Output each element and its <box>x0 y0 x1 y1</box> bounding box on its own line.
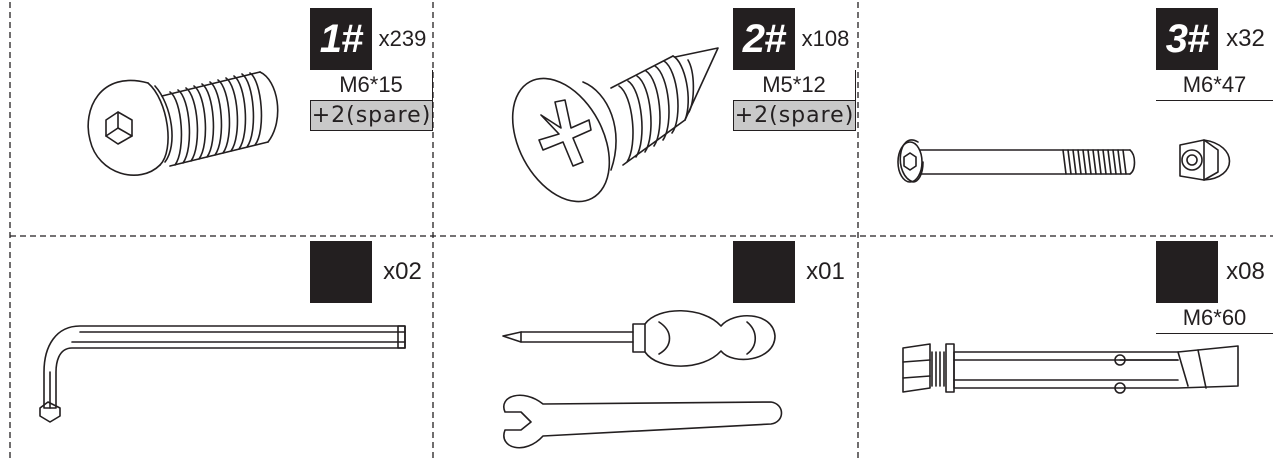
part-label-6: x08 M6*60 <box>1156 241 1273 335</box>
part-label-1: 1# x239 M6*15 +2(spare) <box>310 8 433 132</box>
part-cell-4: x02 <box>10 236 433 459</box>
part-cell-3: 3# x32 M6*47 <box>858 0 1273 236</box>
part-label-2: 2# x108 M5*12 +2(spare) <box>733 8 856 132</box>
part-cell-1: 1# x239 M6*15 +2(spare) <box>10 0 433 236</box>
phillips-self-tapping-screw-icon <box>511 47 719 203</box>
part-size-6: M6*60 <box>1156 303 1273 334</box>
part-size-1: M6*15 <box>310 70 433 101</box>
part-quantity-1: x239 <box>378 26 427 51</box>
screwdriver-and-wrench-icon <box>502 309 783 449</box>
part-quantity-2: x108 <box>801 26 850 51</box>
part-number-3: 3# <box>1156 8 1218 70</box>
part-quantity-5: x01 <box>806 258 845 285</box>
part-label-4: x02 <box>310 241 433 303</box>
part-label-5: x01 <box>733 241 856 303</box>
expansion-anchor-bolt-icon <box>902 343 1239 394</box>
part-quantity-3: x32 <box>1226 25 1265 52</box>
part-spare-2: +2(spare) <box>733 101 856 131</box>
part-spare-1: +2(spare) <box>310 101 433 131</box>
hex-key-icon <box>39 325 406 423</box>
part-number-2: 2# <box>733 8 795 70</box>
part-number-5 <box>733 241 795 303</box>
part-number-1: 1# <box>310 8 372 70</box>
button-head-screw-icon <box>87 71 279 176</box>
part-quantity-4: x02 <box>383 258 422 285</box>
part-size-3: M6*47 <box>1156 70 1273 101</box>
part-cell-6: x08 M6*60 <box>858 236 1273 459</box>
part-label-3: 3# x32 M6*47 <box>1156 8 1273 102</box>
part-cell-2: 2# x108 M5*12 +2(spare) <box>433 0 858 236</box>
part-number-6 <box>1156 241 1218 303</box>
part-number-4 <box>310 241 372 303</box>
part-size-2: M5*12 <box>733 70 856 101</box>
part-cell-5: x01 <box>433 236 858 459</box>
bolt-and-cap-nut-icon <box>897 139 1231 183</box>
part-quantity-6: x08 <box>1226 258 1265 285</box>
